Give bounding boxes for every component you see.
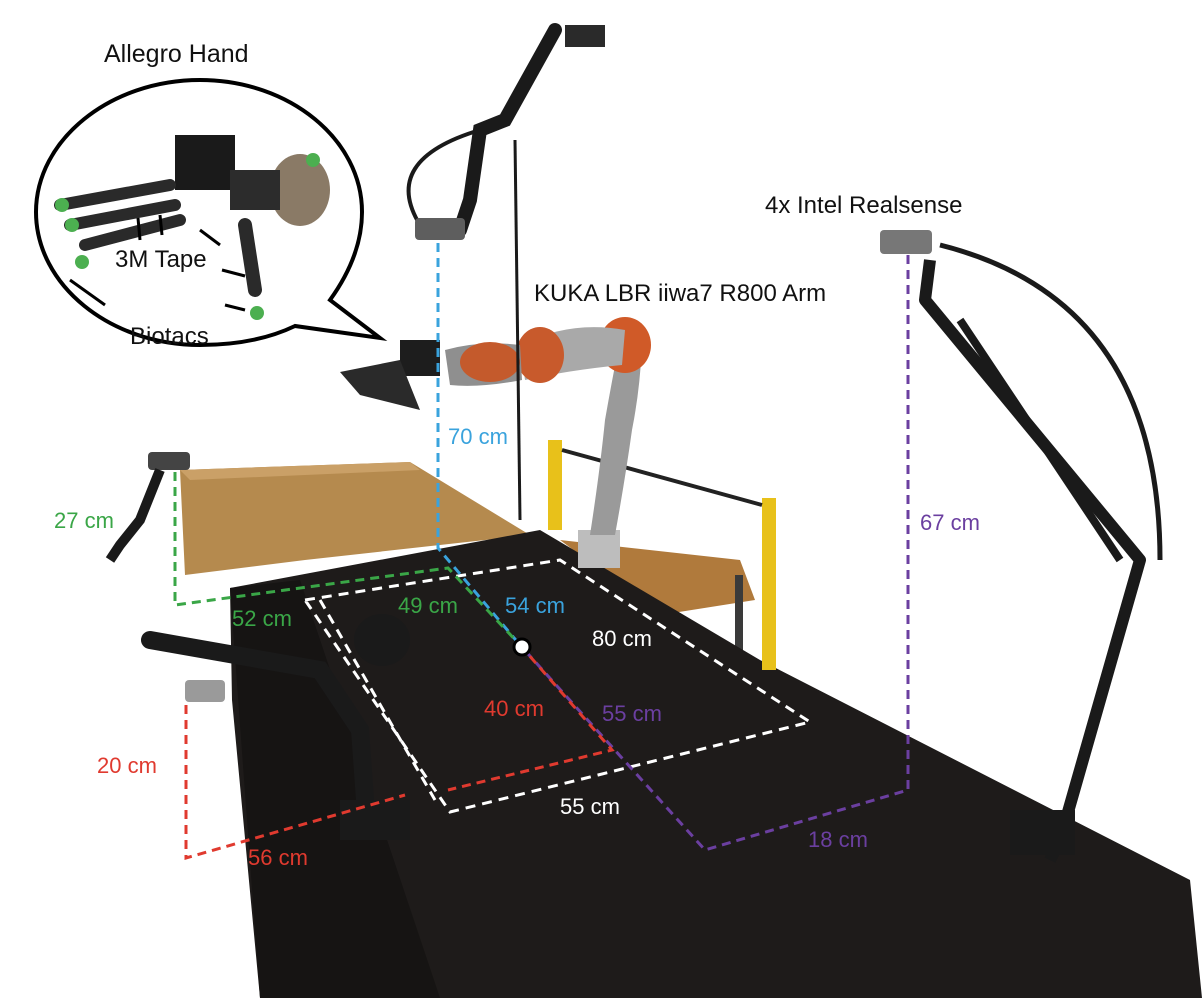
measure-lines-green xyxy=(173,472,522,647)
biotacs-label: Biotacs xyxy=(130,323,209,350)
measure-70cm: 70 cm xyxy=(448,424,508,449)
workspace-outlines xyxy=(302,558,814,814)
kuka-arm xyxy=(340,317,651,568)
allegro-hand-bubble xyxy=(33,77,388,348)
camera-mount-top xyxy=(406,23,605,521)
black-table xyxy=(230,530,1202,998)
measure-52cm: 52 cm xyxy=(232,606,292,631)
measure-49cm: 49 cm xyxy=(398,593,458,618)
tape-label: 3M Tape xyxy=(115,246,207,273)
measure-67cm: 67 cm xyxy=(920,510,980,535)
reference-point xyxy=(512,637,532,657)
arm-label: KUKA LBR iiwa7 R800 Arm xyxy=(534,280,827,307)
wooden-table xyxy=(180,462,755,655)
measure-27cm: 27 cm xyxy=(54,508,114,533)
measure-18cm: 18 cm xyxy=(808,827,868,852)
barrier-posts xyxy=(548,440,776,670)
measure-54cm: 54 cm xyxy=(505,593,565,618)
camera-mount-right xyxy=(880,230,1163,863)
measure-lines-red xyxy=(184,644,615,860)
measure-20cm: 20 cm xyxy=(97,753,157,778)
measure-55cm-purple: 55 cm xyxy=(602,701,662,726)
measure-80cm: 80 cm xyxy=(592,626,652,651)
camera-mount-left xyxy=(105,452,190,563)
hand-title: Allegro Hand xyxy=(104,40,249,68)
measure-40cm: 40 cm xyxy=(484,696,544,721)
measure-55cm-white: 55 cm xyxy=(560,794,620,819)
realsense-label: 4x Intel Realsense xyxy=(765,192,963,219)
measure-lines-blue xyxy=(436,243,522,646)
camera-mount-front xyxy=(141,614,410,840)
measure-56cm: 56 cm xyxy=(248,845,308,870)
